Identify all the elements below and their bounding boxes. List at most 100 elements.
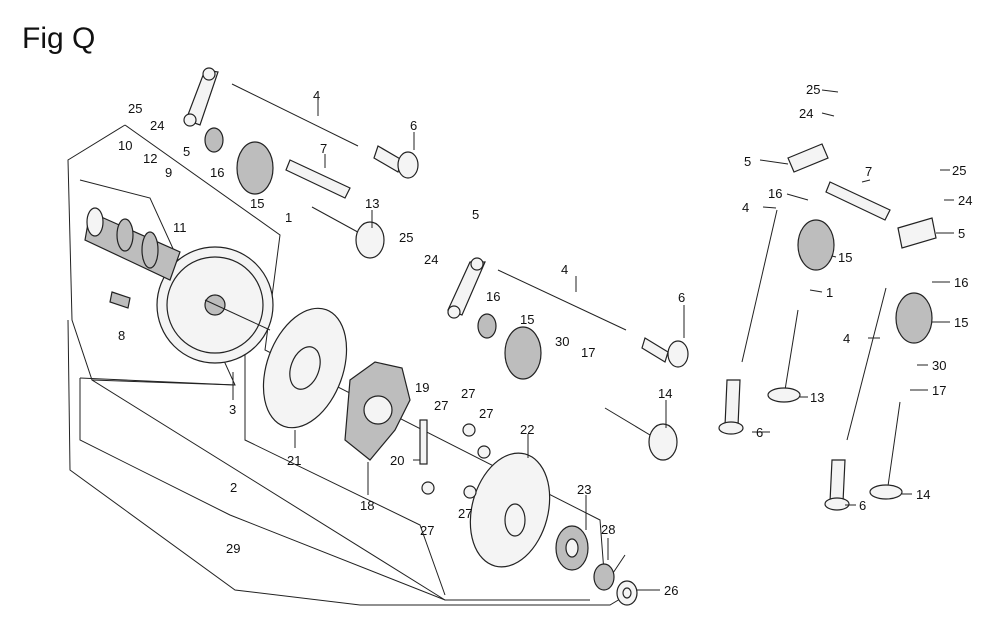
callout-3: 3 xyxy=(229,402,236,417)
callout-25: 25 xyxy=(952,163,966,178)
rocker-arm-mid xyxy=(447,257,486,319)
bearing xyxy=(555,525,589,571)
camshaft-holder-disc xyxy=(262,307,348,429)
rod-7-left xyxy=(285,159,351,199)
callout-15: 15 xyxy=(838,250,852,265)
pin xyxy=(419,419,428,465)
callout-29: 29 xyxy=(226,541,240,556)
weight-plate xyxy=(344,361,411,461)
callout-27: 27 xyxy=(434,398,448,413)
valve-mid xyxy=(604,407,678,461)
oil-seal xyxy=(593,563,615,591)
callout-4: 4 xyxy=(561,262,568,277)
callout-5: 5 xyxy=(744,154,751,169)
callout-24: 24 xyxy=(150,118,164,133)
valve-left xyxy=(311,206,385,259)
callout-20: 20 xyxy=(390,453,404,468)
valve-right-2 xyxy=(869,401,903,500)
callout-5: 5 xyxy=(958,226,965,241)
callout-10: 10 xyxy=(118,138,132,153)
callout-6: 6 xyxy=(410,118,417,133)
callout-labels: 25 24 5 16 4 6 7 15 1 13 10 12 9 11 8 3 … xyxy=(118,82,972,598)
figure-title: Fig Q xyxy=(22,22,96,55)
callout-12: 12 xyxy=(143,151,157,166)
callout-30: 30 xyxy=(932,358,946,373)
callout-19: 19 xyxy=(415,380,429,395)
callout-15: 15 xyxy=(250,196,264,211)
callout-16: 16 xyxy=(768,186,782,201)
callout-13: 13 xyxy=(365,196,379,211)
callout-11: 11 xyxy=(173,220,187,235)
callout-13: 13 xyxy=(810,390,824,405)
assembly-frame-lines xyxy=(67,124,636,606)
callout-5: 5 xyxy=(183,144,190,159)
spring-right-1 xyxy=(797,219,835,271)
callout-30: 30 xyxy=(555,334,569,349)
callout-15: 15 xyxy=(954,315,968,330)
retainer-left xyxy=(204,127,224,153)
spring-left xyxy=(236,141,274,195)
callout-17: 17 xyxy=(932,383,946,398)
callout-1: 1 xyxy=(285,210,292,225)
callout-27: 27 xyxy=(461,386,475,401)
callout-25: 25 xyxy=(128,101,142,116)
rocker-arm-top-left xyxy=(183,67,219,127)
callout-9: 9 xyxy=(165,165,172,180)
callout-25: 25 xyxy=(806,82,820,97)
push-rod-mid xyxy=(497,269,627,331)
retainer-mid xyxy=(477,313,497,339)
rocker-arm-right-bottom xyxy=(897,217,937,249)
callout-21: 21 xyxy=(287,453,301,468)
camshaft xyxy=(84,207,181,281)
callout-24: 24 xyxy=(799,106,813,121)
small-balls xyxy=(421,423,491,499)
spring-right-2 xyxy=(895,292,933,344)
push-rod-right-1 xyxy=(741,209,778,363)
callout-23: 23 xyxy=(577,482,591,497)
callout-7: 7 xyxy=(865,164,872,179)
rocker-arm-right-top xyxy=(787,143,829,173)
callout-4: 4 xyxy=(742,200,749,215)
callout-28: 28 xyxy=(601,522,615,537)
callout-16: 16 xyxy=(486,289,500,304)
callout-27: 27 xyxy=(479,406,493,421)
callout-6: 6 xyxy=(756,425,763,440)
callout-24: 24 xyxy=(424,252,438,267)
leader-lines xyxy=(232,89,954,591)
callout-4: 4 xyxy=(843,331,850,346)
callout-16: 16 xyxy=(210,165,224,180)
callout-6: 6 xyxy=(859,498,866,513)
valve-right-1 xyxy=(767,309,801,403)
callout-25: 25 xyxy=(399,230,413,245)
callout-8: 8 xyxy=(118,328,125,343)
callout-27: 27 xyxy=(420,523,434,538)
callout-14: 14 xyxy=(658,386,672,401)
rod-7-right xyxy=(825,181,891,221)
push-rod-right-2 xyxy=(846,287,887,441)
callout-14: 14 xyxy=(916,487,930,502)
callout-22: 22 xyxy=(520,422,534,437)
callout-27: 27 xyxy=(458,506,472,521)
callout-17: 17 xyxy=(581,345,595,360)
camshaft-gear xyxy=(156,246,274,364)
callout-1: 1 xyxy=(826,285,833,300)
callout-26: 26 xyxy=(664,583,678,598)
spring-mid xyxy=(504,326,542,380)
tappet-right-1 xyxy=(718,379,744,435)
bolt xyxy=(109,291,131,309)
callout-6: 6 xyxy=(678,290,685,305)
callout-24: 24 xyxy=(958,193,972,208)
callout-16: 16 xyxy=(954,275,968,290)
push-rod-top xyxy=(231,83,359,147)
callout-5: 5 xyxy=(472,207,479,222)
washer xyxy=(616,580,638,606)
driven-disc xyxy=(469,452,551,568)
callout-15: 15 xyxy=(520,312,534,327)
tappet-right-2 xyxy=(824,459,850,511)
callout-4: 4 xyxy=(313,88,320,103)
callout-2: 2 xyxy=(230,480,237,495)
callout-18: 18 xyxy=(360,498,374,513)
callout-7: 7 xyxy=(320,141,327,156)
tappet-top xyxy=(373,145,419,179)
